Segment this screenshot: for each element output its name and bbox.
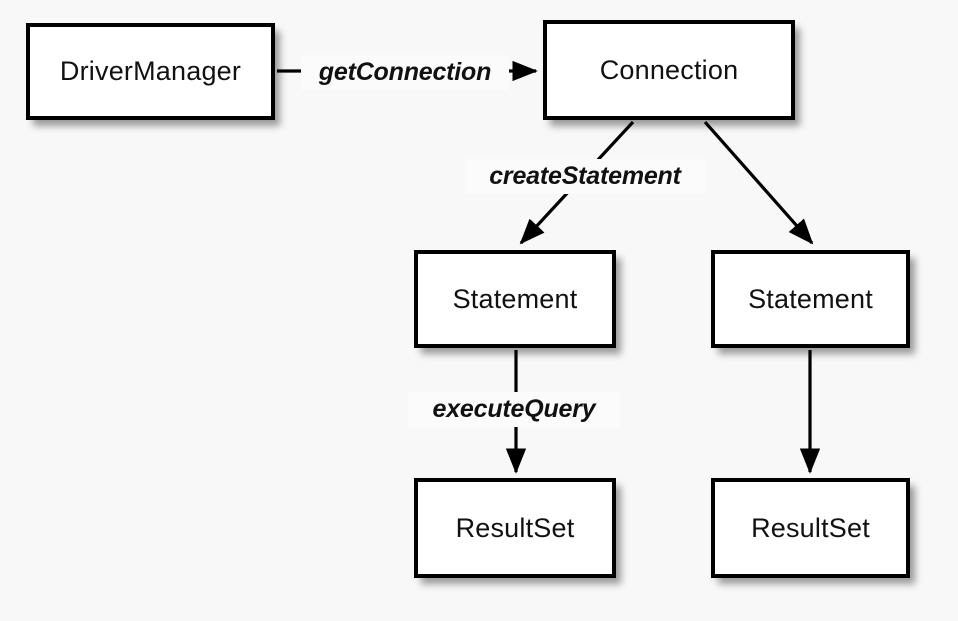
node-connection[interactable]: Connection [543,20,795,120]
node-statement-left-label: Statement [452,283,578,314]
edge-label-execute-query-text: executeQuery [432,395,596,423]
edge-create-statement-right-line [703,120,814,245]
node-statement-right[interactable]: Statement [711,250,910,348]
node-statement-right-label: Statement [748,283,873,314]
node-driver-manager[interactable]: DriverManager [26,23,275,120]
node-resultset-right[interactable]: ResultSet [711,478,910,578]
edge-label-create-statement-text: createStatement [489,162,681,190]
node-resultset-left[interactable]: ResultSet [414,478,616,578]
node-resultset-right-label: ResultSet [751,512,870,543]
edge-label-execute-query: executeQuery [408,392,620,427]
edge-label-create-statement: createStatement [465,159,705,194]
node-statement-left[interactable]: Statement [414,250,616,348]
node-resultset-left-label: ResultSet [455,512,575,543]
node-connection-label: Connection [599,54,739,85]
edge-label-get-connection-text: getConnection [318,58,492,86]
node-driver-manager-label: DriverManager [59,56,242,86]
edge-label-get-connection: getConnection [301,55,509,90]
